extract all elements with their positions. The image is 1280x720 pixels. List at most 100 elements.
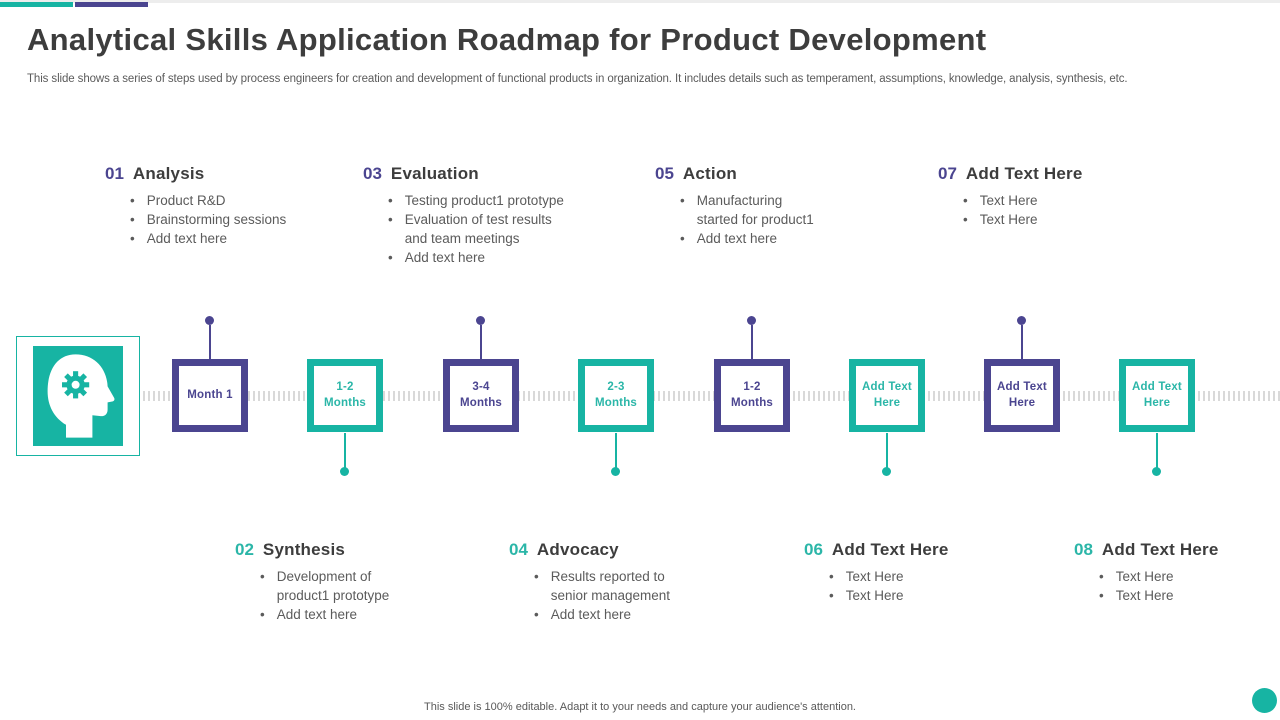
step-number: 05 <box>655 164 674 183</box>
bullet-item: • Text Here <box>1099 586 1219 605</box>
milestone-box-7: Add Text Here <box>984 359 1060 432</box>
bullet-text: Text Here <box>1115 588 1174 603</box>
step-number: 02 <box>235 540 254 559</box>
step-title: Add Text Here <box>831 540 949 559</box>
bullet-item: • Brainstorming sessions <box>130 210 335 229</box>
bullet-text: Brainstorming sessions <box>146 212 287 227</box>
step-bullets: •Text Here •Text Here <box>829 567 949 605</box>
brain-icon-background <box>33 346 123 446</box>
step-heading: 01 Analysis <box>105 164 345 184</box>
bullet-icon: • <box>963 193 968 208</box>
step-heading: 05 Action <box>655 164 875 184</box>
step-number: 01 <box>105 164 124 183</box>
bullet-item: • Manufacturing started for product1 <box>680 191 820 229</box>
top-accent-bar-teal <box>0 2 73 7</box>
step-card-07-add-text: 07 Add Text Here • Text Here • Text Here <box>938 164 1158 229</box>
bullet-item: • Text Here <box>963 210 1083 229</box>
milestone-box-8: Add Text Here <box>1119 359 1195 432</box>
milestone-label: Add Text Here <box>997 380 1047 409</box>
step-bullets: • Results reported to senior management •… <box>534 567 684 624</box>
milestone-box-5: 1-2 Months <box>714 359 790 432</box>
step-heading: 06 Add Text Here <box>804 540 1024 560</box>
connector-dot <box>747 316 756 325</box>
milestone-box-3: 3-4 Months <box>443 359 519 432</box>
milestone-box-1: Month 1 <box>172 359 248 432</box>
bullet-item: • Text Here <box>963 191 1083 210</box>
step-heading: 04 Advocacy <box>509 540 729 560</box>
step-card-03-evaluation: 03 Evaluation • Testing product1 prototyp… <box>363 164 603 267</box>
milestone-label: Add Text Here <box>862 380 912 409</box>
bullet-icon: • <box>680 193 685 208</box>
bullet-icon: • <box>130 193 135 208</box>
head-with-gear-icon <box>47 354 115 438</box>
step-card-08-add-text: 08 Add Text Here •Text Here •Text Here <box>1074 540 1280 605</box>
step-heading: 08 Add Text Here <box>1074 540 1280 560</box>
connector-line <box>480 325 482 359</box>
step-bullets: • Text Here • Text Here <box>963 191 1083 229</box>
step-title: Add Text Here <box>965 164 1083 183</box>
bullet-item: • Testing product1 prototype <box>388 191 568 210</box>
bullet-text: Evaluation of test results and team meet… <box>404 212 552 246</box>
milestone-label: Add Text Here <box>1132 380 1182 409</box>
connector-line <box>751 325 753 359</box>
corner-dot-decoration <box>1252 688 1277 713</box>
bullet-item: •Text Here <box>829 567 949 586</box>
connector-dot <box>882 467 891 476</box>
connector-dot <box>205 316 214 325</box>
milestone-label: 1-2 Months <box>323 380 367 409</box>
step-title: Add Text Here <box>1101 540 1219 559</box>
step-title: Advocacy <box>536 540 619 559</box>
connector-line <box>886 433 888 469</box>
step-card-05-action: 05 Action • Manufacturing started for pro… <box>655 164 875 248</box>
bullet-item: • Results reported to senior management <box>534 567 684 605</box>
bullet-item: • Product R&D <box>130 191 335 210</box>
bullet-item: •Add text here <box>680 229 820 248</box>
step-number: 03 <box>363 164 382 183</box>
connector-dot <box>476 316 485 325</box>
bullet-icon: • <box>963 212 968 227</box>
bullet-icon: • <box>260 607 265 622</box>
bullet-text: Text Here <box>979 193 1038 208</box>
step-title: Synthesis <box>262 540 346 559</box>
bullet-icon: • <box>1099 588 1104 603</box>
bullet-icon: • <box>1099 569 1104 584</box>
step-bullets: • Manufacturing started for product1 •Add… <box>680 191 820 248</box>
bullet-text: Manufacturing started for product1 <box>696 193 814 227</box>
bullet-item: •Text Here <box>1099 567 1219 586</box>
bullet-text: Text Here <box>979 212 1038 227</box>
milestone-label: 2-3 Months <box>594 380 638 409</box>
bullet-text: Add text here <box>550 607 632 622</box>
step-heading: 02 Synthesis <box>235 540 455 560</box>
bullet-text: Product R&D <box>146 193 226 208</box>
bullet-item: •Add text here <box>388 248 568 267</box>
bullet-text: Testing product1 prototype <box>404 193 564 208</box>
bullet-icon: • <box>534 569 539 584</box>
slide-title: Analytical Skills Application Roadmap fo… <box>27 22 987 57</box>
step-bullets: •Development of product1 prototype •Add … <box>260 567 405 624</box>
bullet-text: Text Here <box>845 569 904 584</box>
step-bullets: •Product R&D •Brainstorming sessions •Ad… <box>130 191 335 248</box>
bullet-icon: • <box>388 193 393 208</box>
step-bullets: •Text Here •Text Here <box>1099 567 1219 605</box>
bullet-text: Text Here <box>845 588 904 603</box>
bullet-item: •Development of product1 prototype <box>260 567 405 605</box>
milestone-box-6: Add Text Here <box>849 359 925 432</box>
step-card-06-add-text: 06 Add Text Here •Text Here •Text Here <box>804 540 1024 605</box>
top-divider-line <box>0 0 1280 3</box>
connector-line <box>1156 433 1158 469</box>
milestone-box-4: 2-3 Months <box>578 359 654 432</box>
step-number: 04 <box>509 540 528 559</box>
step-card-04-advocacy: 04 Advocacy • Results reported to senior … <box>509 540 729 624</box>
bullet-icon: • <box>829 588 834 603</box>
step-heading: 03 Evaluation <box>363 164 603 184</box>
step-bullets: • Testing product1 prototype • Evaluation … <box>388 191 568 267</box>
milestone-label: 3-4 Months <box>459 380 503 409</box>
milestone-label: Month 1 <box>187 388 233 401</box>
bullet-icon: • <box>130 212 135 227</box>
bullet-text: Add text here <box>696 231 778 246</box>
connector-line <box>344 433 346 469</box>
top-accent-bar-purple <box>75 2 148 7</box>
step-number: 07 <box>938 164 957 183</box>
bullet-text: Results reported to senior management <box>550 569 671 603</box>
milestone-label: 1-2 Months <box>730 380 774 409</box>
